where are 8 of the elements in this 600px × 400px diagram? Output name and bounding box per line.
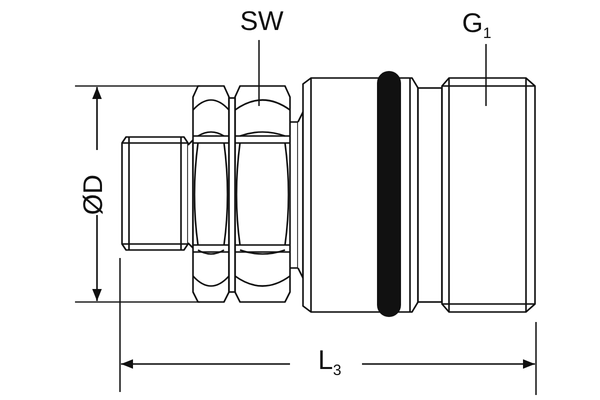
callout-label: SW	[240, 8, 284, 35]
leader-line	[258, 40, 260, 106]
hex-nut-drawing	[192, 85, 291, 303]
dimension-label: L$_{3}$	[318, 347, 342, 378]
leader-line	[485, 44, 487, 106]
callout-label: G$_{1}$	[462, 10, 492, 41]
dimension-label: ØD	[80, 174, 107, 215]
thread-drawing	[441, 77, 536, 313]
